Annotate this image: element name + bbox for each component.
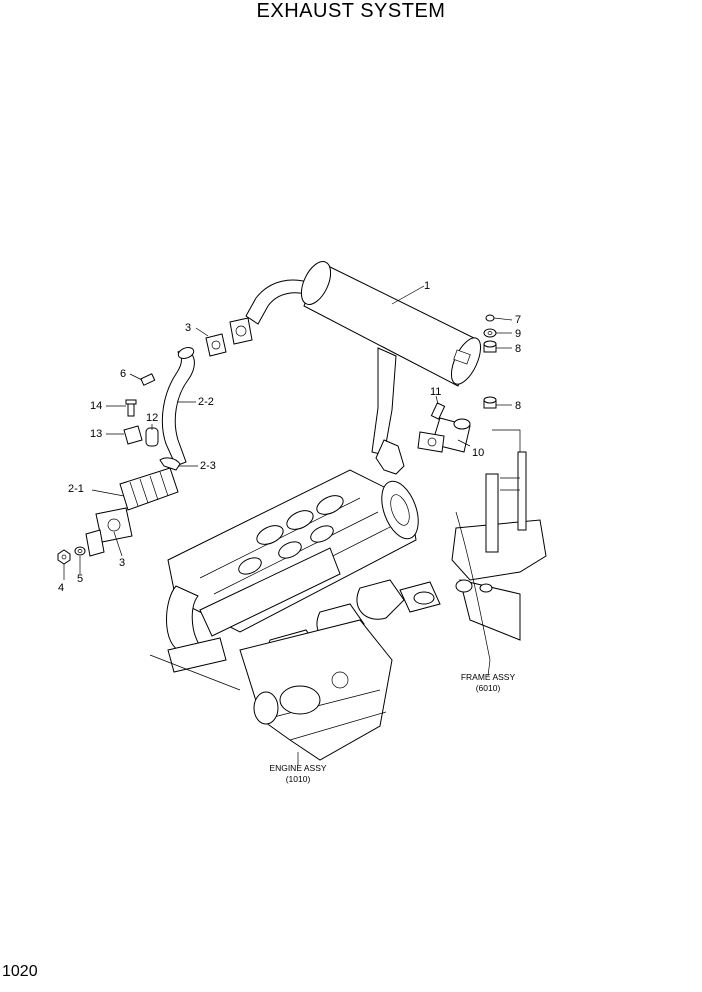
hardware-left-drawing bbox=[57, 373, 159, 565]
callout-12: 12 bbox=[146, 412, 158, 424]
callout-2-3: 2-3 bbox=[200, 460, 216, 472]
callout-14: 14 bbox=[90, 400, 102, 412]
gasket-drawing bbox=[205, 317, 253, 357]
callout-7: 7 bbox=[515, 314, 521, 326]
callout-2-2: 2-2 bbox=[198, 396, 214, 408]
frame-assy-label: FRAME ASSY bbox=[461, 672, 516, 682]
callout-6: 6 bbox=[120, 368, 126, 380]
callout-2-1: 2-1 bbox=[68, 483, 84, 495]
exhaust-pipe-2-2-drawing bbox=[161, 347, 195, 467]
muffler-drawing bbox=[245, 261, 482, 475]
flex-pipe-2-1-drawing bbox=[85, 457, 181, 557]
hardware-right-drawing bbox=[430, 314, 497, 420]
engine-assy-code: (1010) bbox=[286, 774, 311, 784]
callout-8-upper: 8 bbox=[515, 343, 521, 355]
engine-drawing bbox=[149, 469, 441, 761]
callout-8-lower: 8 bbox=[515, 400, 521, 412]
callout-3-bottom: 3 bbox=[119, 557, 125, 569]
callout-13: 13 bbox=[90, 428, 102, 440]
page-number: 1020 bbox=[2, 963, 38, 980]
callout-11: 11 bbox=[430, 386, 441, 398]
callout-4: 4 bbox=[58, 582, 64, 594]
engine-assy-label: ENGINE ASSY bbox=[269, 763, 326, 773]
callout-9: 9 bbox=[515, 328, 521, 340]
callout-10: 10 bbox=[472, 447, 484, 459]
frame-assy-code: (6010) bbox=[476, 683, 501, 693]
callout-5: 5 bbox=[77, 573, 83, 585]
frame-drawing bbox=[451, 429, 547, 661]
callout-1: 1 bbox=[424, 280, 430, 292]
callout-3-top: 3 bbox=[185, 322, 191, 334]
page-title: EXHAUST SYSTEM bbox=[256, 0, 446, 22]
leader-lines bbox=[63, 285, 513, 765]
